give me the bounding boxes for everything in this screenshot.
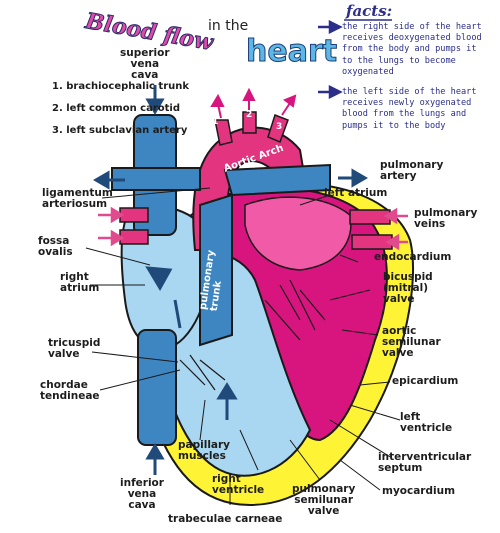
label-left-atrium: left atrium: [324, 187, 388, 199]
label-fossa-ovalis: fossa ovalis: [38, 235, 73, 258]
label-right-atrium: right atrium: [60, 271, 100, 294]
label-pulmonary-veins: pulmonary veins: [414, 207, 478, 230]
fact-right-side: the right side of the heart receives deo…: [342, 22, 482, 77]
pulmonary-artery-left: [111, 167, 201, 191]
pulmonary-veins-right: [349, 209, 393, 250]
label-superior-vena-cava: superior vena cava: [120, 47, 170, 81]
label-myocardium: myocardium: [382, 485, 456, 497]
pulmonary-veins-left: [119, 207, 149, 245]
facts-arrows: [318, 19, 343, 100]
pulmonary-trunk: [199, 193, 233, 347]
title-heart: heart: [245, 34, 338, 70]
pulmonary-artery-right: [223, 163, 331, 197]
label-left-ventricle: left ventricle: [400, 411, 453, 434]
label-bicuspid-valve: bicuspid (mitral) valve: [383, 271, 433, 305]
label-tricuspid-valve: tricuspid valve: [48, 337, 101, 360]
branch-number-3: 3: [276, 122, 283, 132]
label-left-subclavian-artery: 3. left subclavian artery: [52, 125, 188, 136]
label-endocardium: endocardium: [374, 251, 452, 263]
label-chordae-tendineae: chordae tendineae: [40, 379, 100, 402]
fact-left-side: the left side of the heart receives newl…: [342, 87, 477, 131]
label-trabeculae-carneae: trabeculae carneae: [168, 513, 283, 525]
leader-lines: [85, 187, 401, 505]
chordae-lines: [179, 279, 326, 391]
label-pulmonary-artery: pulmonary artery: [380, 159, 444, 182]
label-aortic-semilunar-valve: aortic semilunar valve: [382, 325, 441, 359]
label-brachiocephalic-trunk: 1. brachiocephalic trunk: [52, 81, 190, 92]
branch-arrows: [210, 87, 297, 119]
label-pulmonary-semilunar-valve: pulmonary semilunar valve: [292, 483, 356, 517]
left-atrium-chamber: [244, 196, 352, 271]
label-ligamentum-arteriosum: ligamentum arteriosum: [42, 187, 113, 210]
branch-number-1: 1: [212, 117, 219, 127]
label-interventricular-septum: interventricular septum: [378, 451, 472, 474]
label-inferior-vena-cava: inferior vena cava: [120, 477, 164, 511]
inferior-vena-cava: [137, 329, 177, 446]
arch-branch-2: [242, 111, 257, 134]
blood-flow-arrows-pink: [98, 206, 408, 251]
label-epicardium: epicardium: [392, 375, 459, 387]
arch-branch-1: [214, 119, 233, 146]
title-in-the: in the: [208, 18, 249, 34]
label-left-common-carotid: 2. left common carotid: [52, 103, 181, 114]
label-right-ventricle: right ventricle: [212, 473, 265, 496]
branch-number-2: 2: [246, 110, 253, 120]
label-papillary-muscles: papillary muscles: [178, 439, 231, 462]
arch-branch-3: [267, 114, 289, 143]
facts-heading: facts:: [346, 2, 393, 20]
blood-flow-arrows-blue: [93, 85, 368, 475]
